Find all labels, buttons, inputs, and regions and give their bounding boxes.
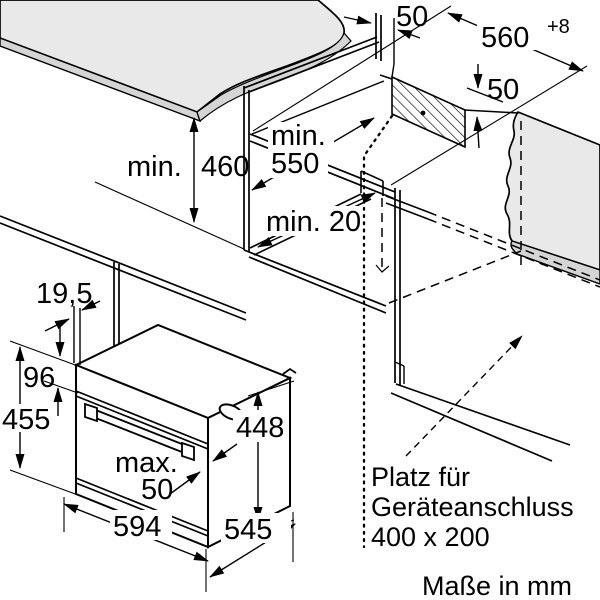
- note-connection-line1: Platz für: [371, 462, 470, 492]
- vent-marker-dot: [420, 110, 426, 116]
- note-connection-line3: 400 x 200: [371, 522, 490, 552]
- dim-door-protrusion-label: 19,5: [36, 278, 92, 310]
- dim-panel-height-label: 96: [23, 362, 55, 394]
- note-connection-line2: Geräteanschluss: [371, 492, 574, 522]
- dim-appliance-width-label: 594: [113, 511, 161, 543]
- dim-handle-clearance-prefix: max.: [115, 447, 178, 479]
- vent-hatch: [391, 75, 466, 149]
- dim-body-depth-label: 545: [224, 514, 272, 546]
- dim-niche-depth-value: 550: [271, 148, 319, 180]
- dim-vent-clearance-label: 50: [487, 74, 519, 106]
- note-units: Maße in mm: [422, 571, 572, 600]
- connection-leader: [405, 335, 523, 457]
- dim-wall-gap-top-label: 50: [396, 1, 428, 33]
- dim-niche-height-value: 460: [201, 151, 249, 183]
- dim-handle-clearance-value: 50: [141, 474, 173, 506]
- worktop-right-side-panel: [504, 110, 600, 285]
- label-backgrounds: [0, 21, 579, 543]
- dim-body-height-label: 448: [236, 412, 284, 444]
- dim-niche-depth-prefix: min.: [271, 120, 326, 152]
- dim-niche-width-label: 560: [481, 22, 529, 54]
- oven-door-handle: [84, 402, 195, 462]
- dim-rear-gap-label: min. 20: [266, 206, 361, 238]
- dim-niche-width-tolerance: +8: [547, 16, 570, 38]
- labels: 50 560 +8 50 min. 550 min. 460 min. 20 1…: [2, 1, 574, 600]
- dim-appliance-height-label: 455: [2, 404, 50, 436]
- dim-niche-height-prefix: min.: [127, 151, 182, 183]
